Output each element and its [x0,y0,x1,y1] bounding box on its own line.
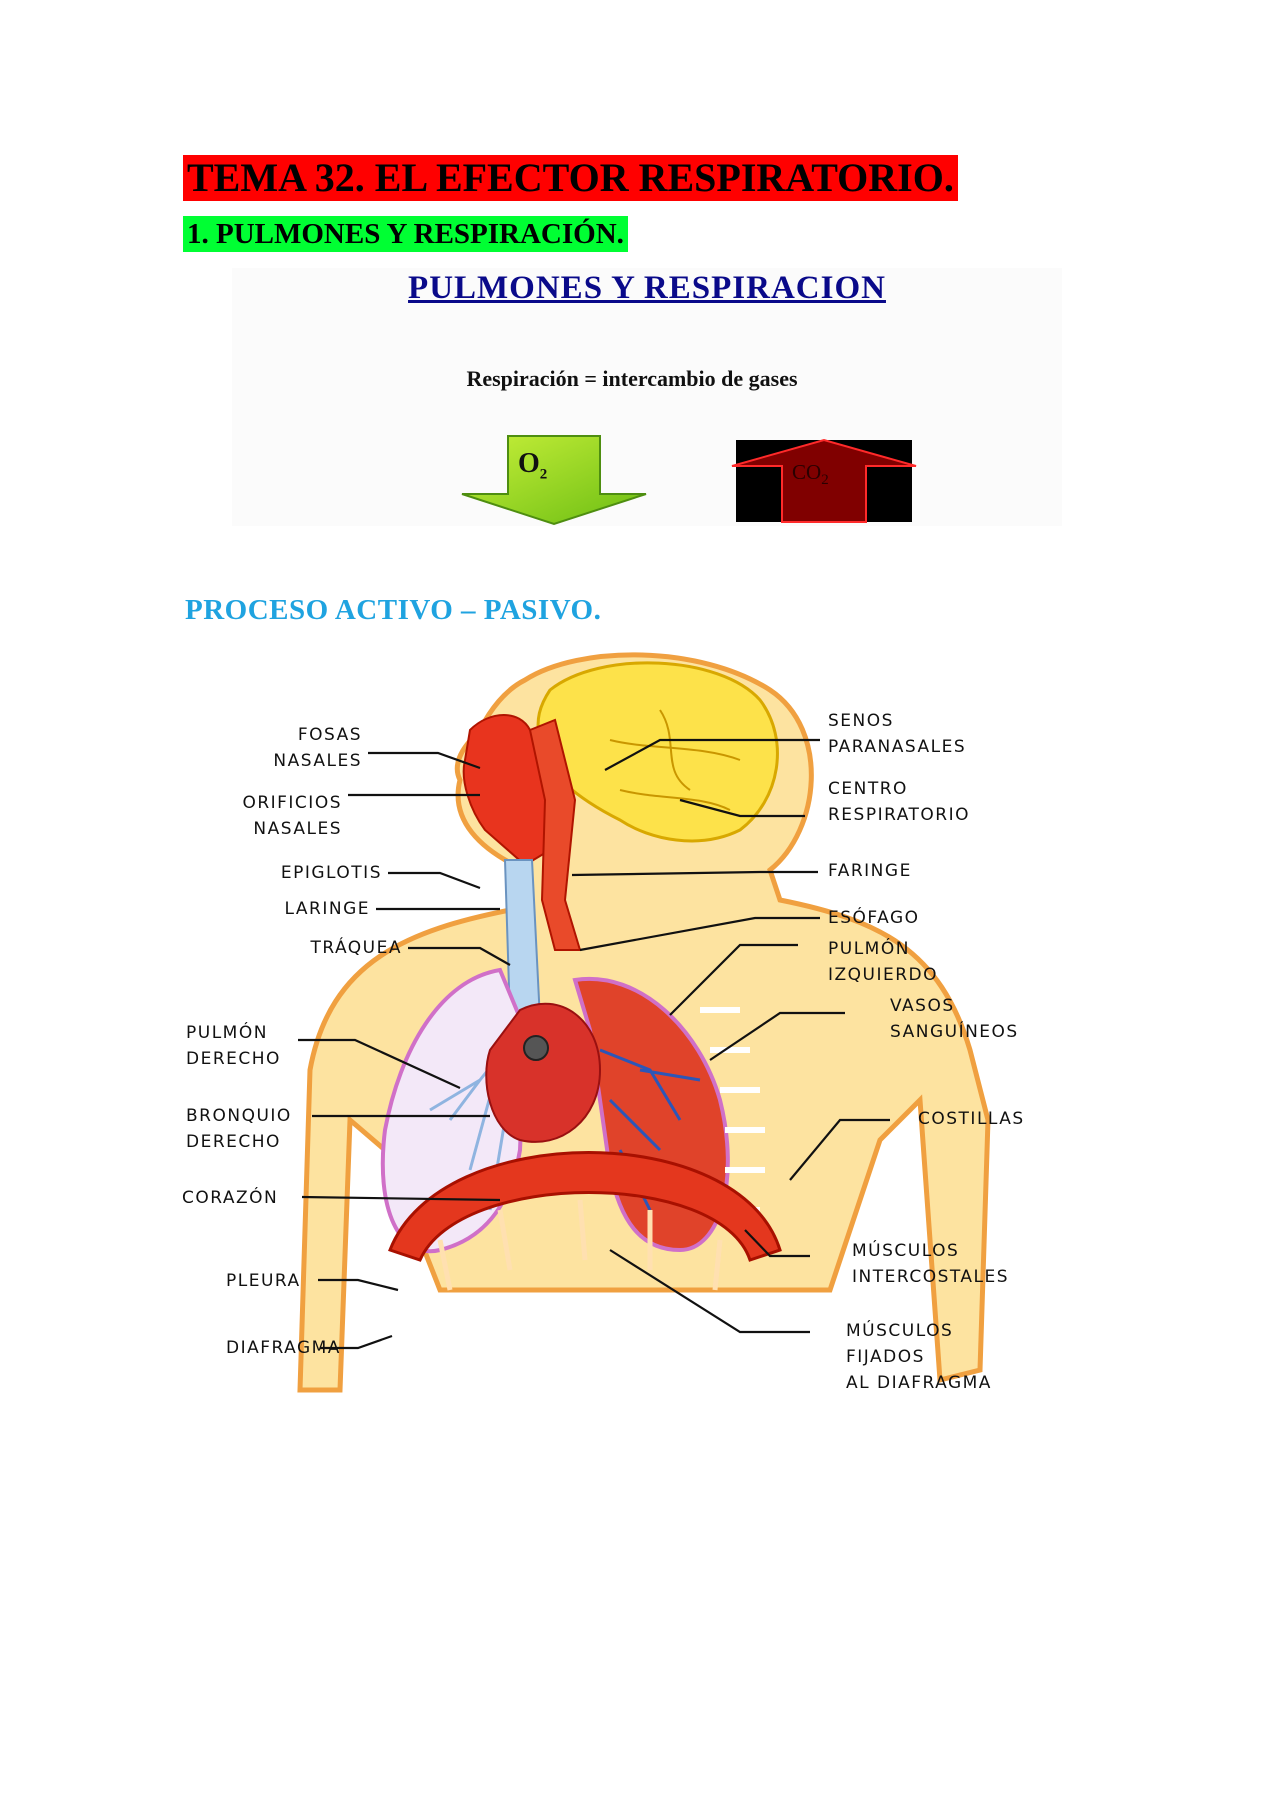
label-musculos-fijados-al-diafragma: MÚSCULOS FIJADOS AL DIAFRAGMA [846,1321,992,1393]
anatomy-illustration [297,652,991,1393]
label-senos-paranasales: SENOS PARANASALES [828,711,967,757]
label-costillas: COSTILLAS [918,1109,1025,1129]
co2-label: CO2 [792,460,829,489]
label-diafragma: DIAFRAGMA [226,1338,341,1358]
document-title: TEMA 32. EL EFECTOR RESPIRATORIO. [183,155,958,201]
label-fosas-nasales: FOSAS NASALES [273,725,362,771]
label-vasos-sanguineos: VASOS SANGUÍNEOS [890,996,1019,1042]
label-bronquio-derecho: BRONQUIO DERECHO [186,1106,292,1152]
label-faringe: FARINGE [828,861,912,881]
respiratory-system-diagram: FOSAS NASALES ORIFICIOS NASALES EPIGLOTI… [180,650,1060,1440]
label-centro-respiratorio: CENTRO RESPIRATORIO [828,779,971,825]
label-traquea: TRÁQUEA [310,938,402,958]
label-corazon: CORAZÓN [182,1188,279,1208]
figure-title: PULMONES Y RESPIRACION [408,270,886,306]
right-leader-lines [571,738,890,1334]
left-leader-lines [298,751,511,1350]
figure-subtitle: Respiración = intercambio de gases [466,366,798,391]
label-musculos-intercostales: MÚSCULOS INTERCOSTALES [852,1241,1010,1287]
heart-shape [485,1002,602,1143]
section-heading: PROCESO ACTIVO – PASIVO. [185,594,602,626]
o2-down-arrow-icon [461,435,647,526]
gas-exchange-figure: PULMONES Y RESPIRACION Respiración = int… [232,268,1062,526]
section-subtitle: 1. PULMONES Y RESPIRACIÓN. [183,216,628,252]
label-orificios-nasales: ORIFICIOS NASALES [242,793,342,839]
label-laringe: LARINGE [284,899,370,919]
label-pulmon-derecho: PULMÓN DERECHO [186,1023,281,1069]
o2-label: O2 [518,448,548,483]
diaphragm-shape [388,1151,782,1262]
label-pleura: PLEURA [226,1271,301,1291]
co2-up-arrow-icon [731,438,917,523]
label-epiglotis: EPIGLOTIS [280,863,382,883]
label-pulmon-izquierdo: PULMÓN IZQUIERDO [828,939,939,985]
label-esofago: ESÓFAGO [828,908,920,928]
